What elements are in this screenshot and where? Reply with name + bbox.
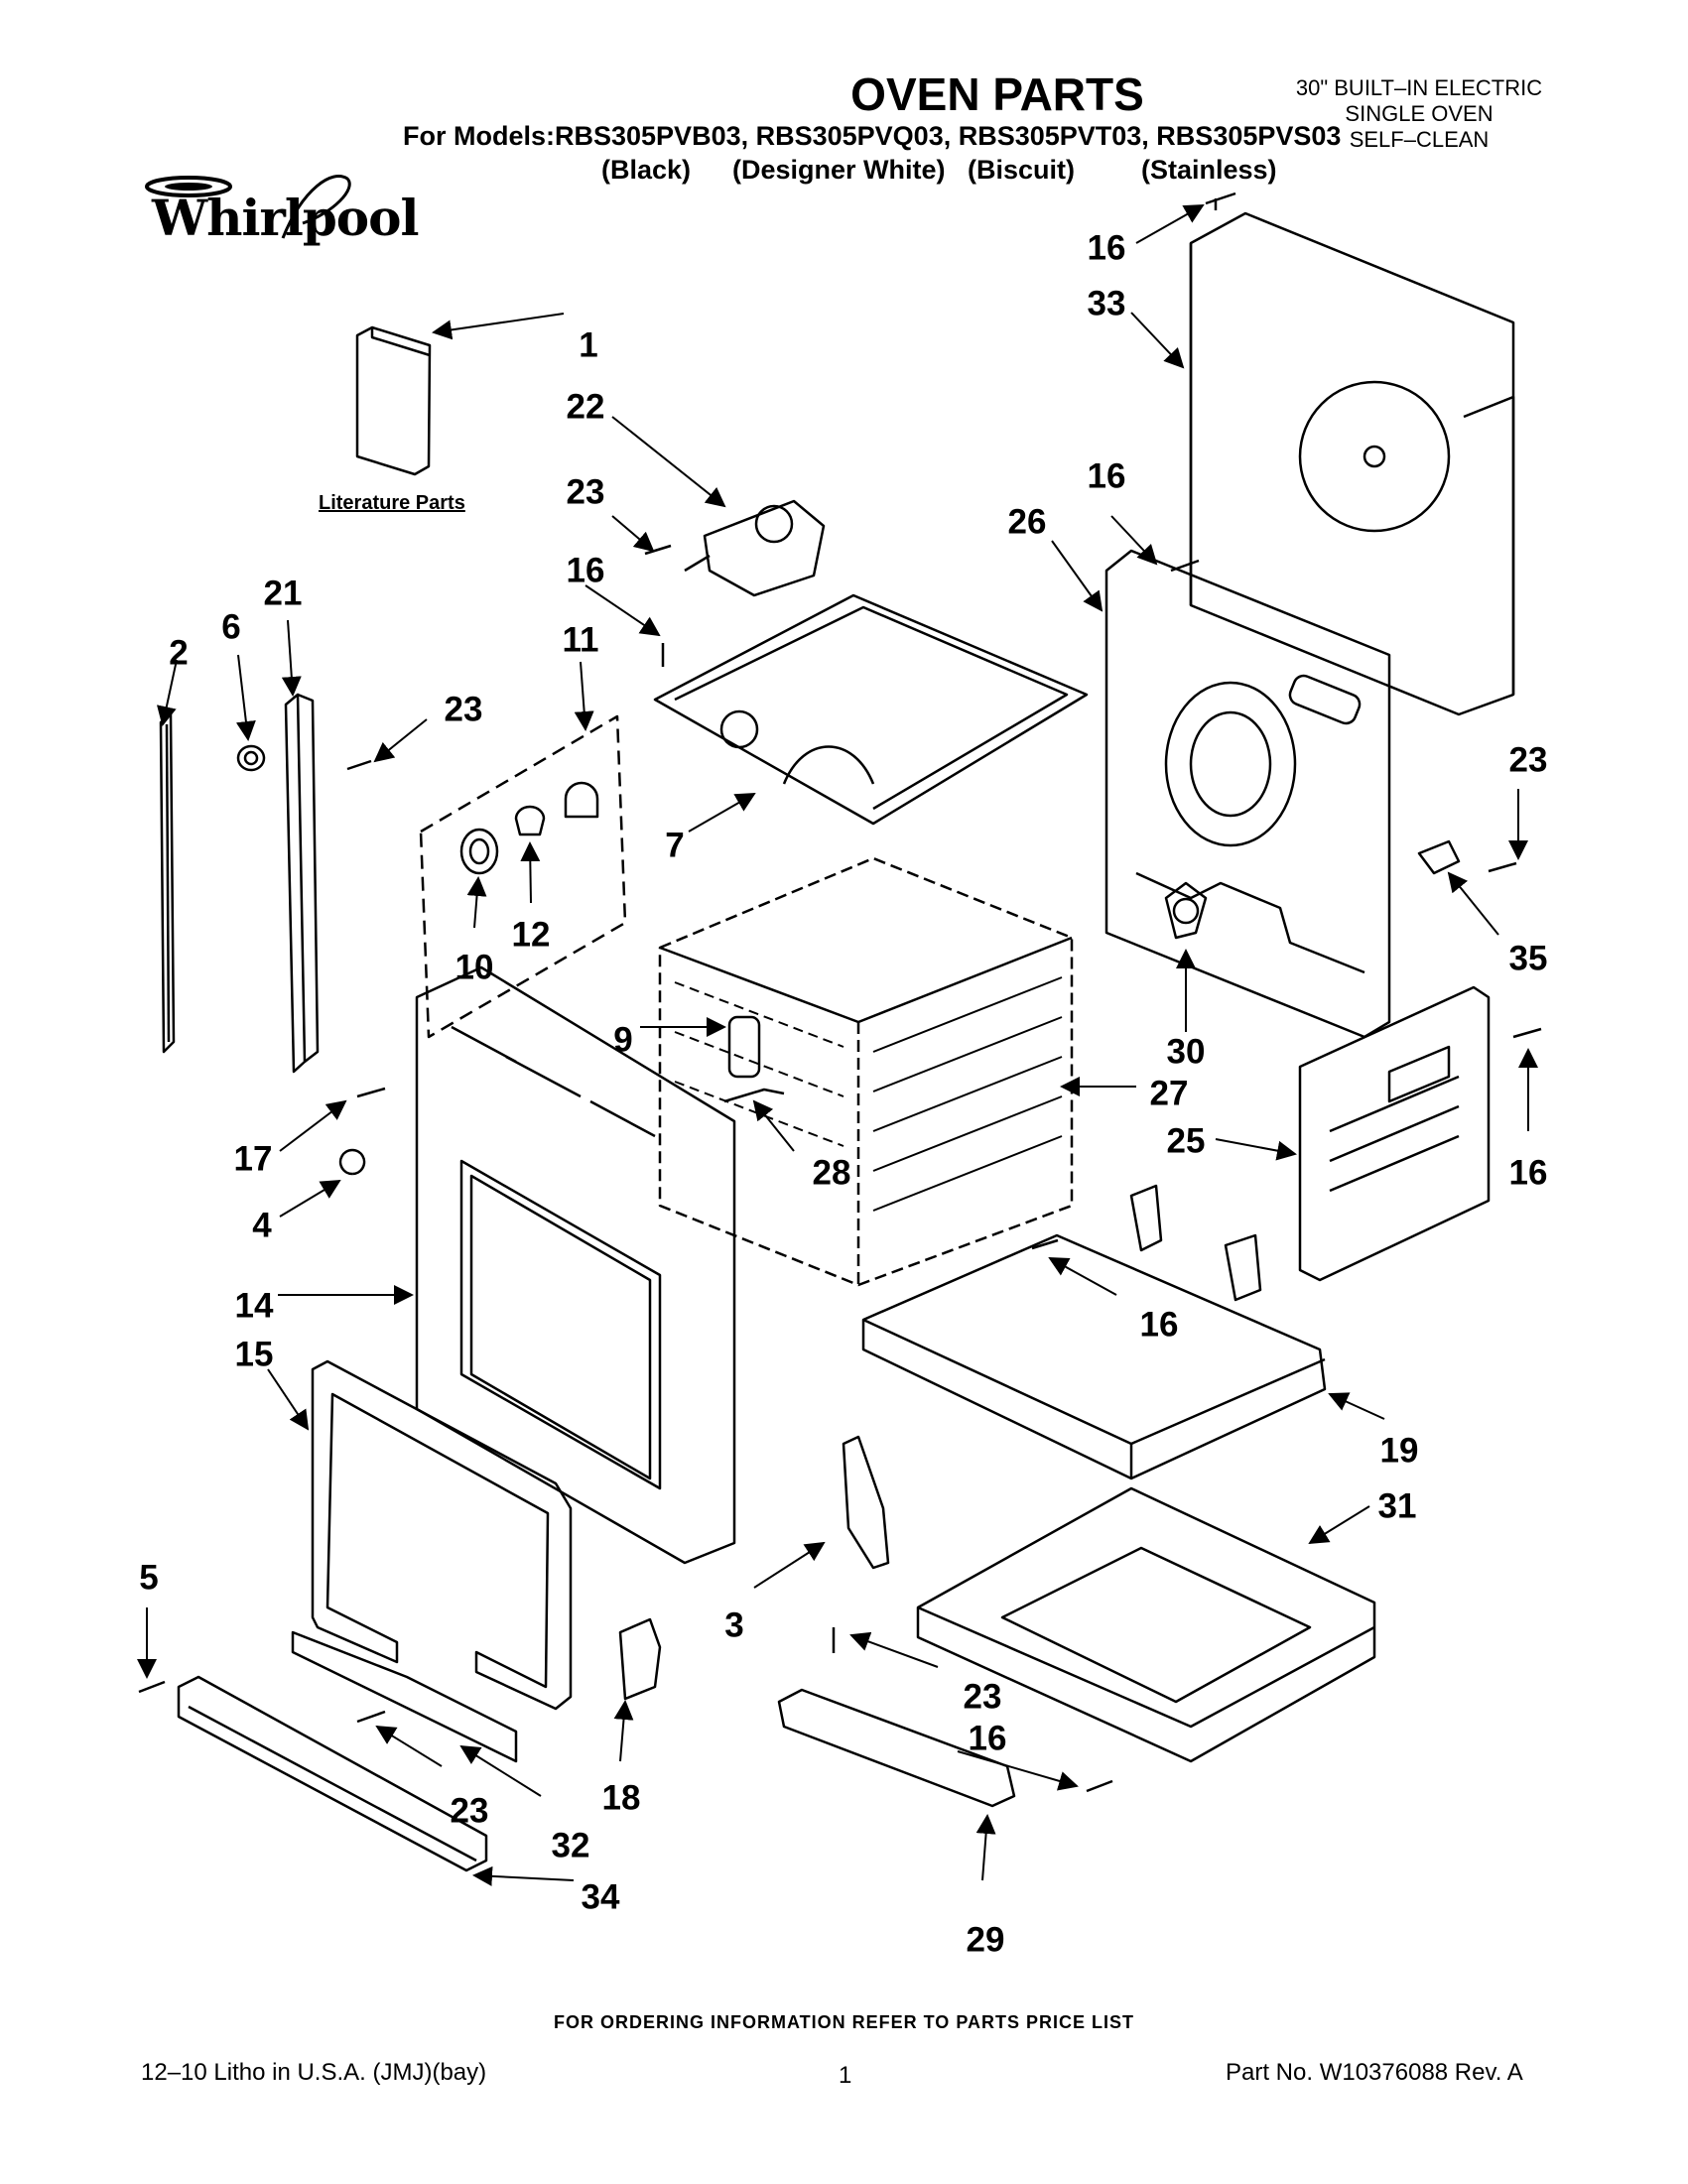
callout-23: 23: [566, 472, 605, 512]
lower-tray-part: [916, 1486, 1376, 1763]
kick-plate-part: [777, 1688, 1016, 1808]
light-socket-part: [459, 828, 499, 875]
rear-panel-part: [1189, 211, 1515, 716]
screws: [138, 192, 1542, 1793]
callout-31: 31: [1377, 1486, 1417, 1526]
callout-16b: 16: [968, 1719, 1007, 1758]
callout-11: 11: [562, 620, 599, 660]
lower-vent-trim-part: [177, 1675, 488, 1872]
callout-12: 12: [511, 915, 551, 955]
product-description: 30" BUILT–IN ELECTRIC SINGLE OVEN SELF–C…: [1260, 75, 1578, 153]
callout-23e: 23: [1508, 740, 1548, 780]
oven-cavity-part: [658, 856, 1074, 1287]
light-bulb-part: [514, 805, 546, 836]
callout-16e: 16: [1508, 1153, 1548, 1193]
callout-2: 2: [169, 633, 189, 673]
callout-35: 35: [1508, 939, 1548, 978]
door-lock-motor-part: [684, 499, 826, 597]
product-line-2: SINGLE OVEN: [1345, 101, 1493, 126]
callout-25: 25: [1166, 1121, 1206, 1161]
callout-21: 21: [263, 574, 303, 613]
callout-26: 26: [1007, 502, 1047, 542]
vertical-trim-bracket-part: [284, 693, 307, 1074]
callout-14: 14: [234, 1286, 274, 1326]
callout-17: 17: [233, 1139, 273, 1179]
side-panel-part: [1298, 985, 1491, 1282]
callout-22: 22: [566, 387, 605, 427]
front-frame-part: [415, 965, 736, 1565]
color-black: (Black): [601, 155, 692, 185]
callout-33: 33: [1087, 284, 1126, 323]
page-number: 1: [839, 2062, 852, 2089]
color-biscuit: (Biscuit): [968, 155, 1075, 185]
callout-23d: 23: [963, 1677, 1002, 1717]
litho-info: 12–10 Litho in U.S.A. (JMJ)(bay): [141, 2059, 487, 2086]
probe-part: [723, 1088, 785, 1103]
top-heat-shield-part: [653, 593, 1089, 826]
inner-back-panel-part: [1104, 549, 1391, 1039]
mounting-bracket-part: [618, 1617, 662, 1701]
leader-arrows: [137, 204, 1538, 1886]
callout-28: 28: [812, 1153, 851, 1193]
callout-16f: 16: [1139, 1305, 1179, 1345]
whirlpool-logo: Whirlpool: [134, 169, 419, 268]
callout-23c: 23: [450, 1791, 489, 1831]
callout-23b: 23: [444, 690, 483, 729]
temperature-sensor-part: [727, 1015, 761, 1079]
callout-32: 32: [551, 1826, 590, 1865]
product-line-1: 30" BUILT–IN ELECTRIC: [1295, 75, 1543, 100]
light-housing-part: [564, 781, 599, 819]
color-stainless: (Stainless): [1141, 155, 1277, 185]
model-list: For Models:RBS305PVB03, RBS305PVQ03, RBS…: [403, 121, 1342, 151]
literature-booklet-part: [355, 325, 432, 476]
callout-1: 1: [579, 325, 598, 365]
ordering-note: FOR ORDERING INFORMATION REFER TO PARTS …: [553, 2012, 1134, 2032]
literature-parts-label: Literature Parts: [319, 492, 465, 514]
callout-29: 29: [966, 1920, 1005, 1960]
callout-5: 5: [139, 1558, 159, 1598]
callout-10: 10: [454, 948, 494, 987]
cavity-bracket-part: [842, 1435, 890, 1570]
callout-19: 19: [1379, 1431, 1419, 1471]
grommet-part: [236, 744, 266, 772]
callout-16c: 16: [1087, 228, 1126, 268]
color-designer-white: (Designer White): [732, 155, 946, 185]
callout-27: 27: [1149, 1074, 1189, 1113]
door-gasket-part: [311, 1359, 573, 1711]
callout-3: 3: [724, 1606, 744, 1645]
callout-30: 30: [1166, 1032, 1206, 1072]
page-title: OVEN PARTS: [850, 68, 1144, 120]
bottom-front-trim-part: [291, 1630, 518, 1763]
thermal-fuse-part: [1164, 881, 1208, 940]
callout-18: 18: [601, 1778, 641, 1818]
callout-16: 16: [566, 551, 605, 590]
oven-light-assembly-box: [419, 714, 627, 1039]
product-line-3: SELF–CLEAN: [1349, 127, 1490, 152]
callout-6: 6: [221, 607, 241, 647]
callout-4: 4: [252, 1206, 272, 1245]
oven-bottom-part: [861, 1184, 1327, 1480]
small-bracket-part: [1417, 839, 1461, 875]
callout-15: 15: [234, 1335, 274, 1374]
callout-34: 34: [581, 1877, 620, 1917]
callout-9: 9: [613, 1020, 633, 1060]
callout-7: 7: [665, 826, 685, 865]
part-number: Part No. W10376088 Rev. A: [1226, 2059, 1523, 2086]
logo-wordmark: Whirlpool: [152, 189, 419, 247]
callout-16d: 16: [1087, 456, 1126, 496]
